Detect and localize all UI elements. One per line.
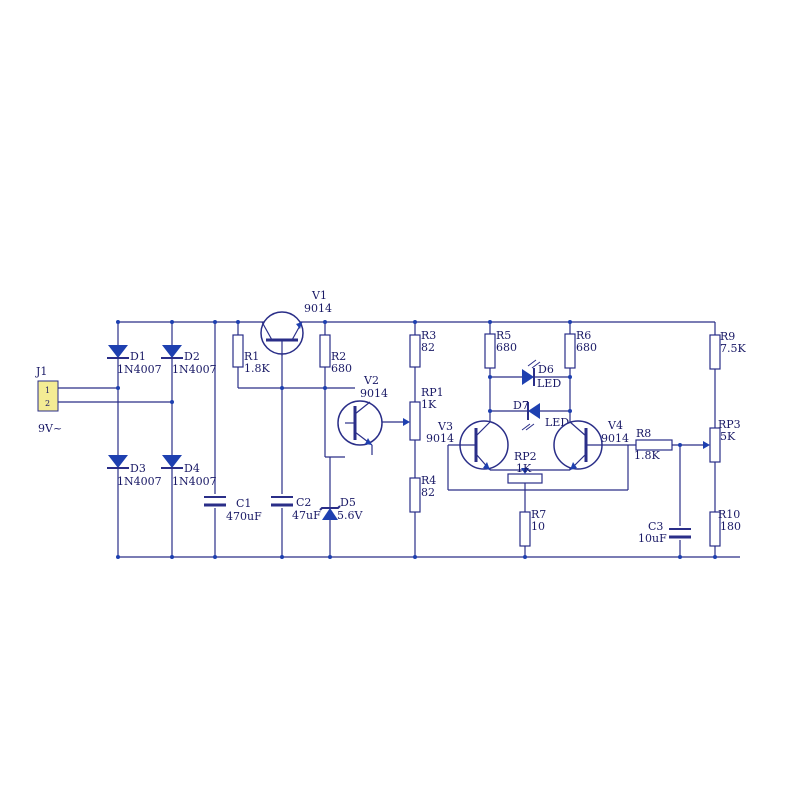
potentiometer-rp1: RP1 1K bbox=[403, 386, 444, 441]
connector-voltage-label: 9V~ bbox=[38, 422, 62, 435]
resistor-r2: R2 680 bbox=[319, 334, 352, 375]
connector-pin-1: 1 bbox=[45, 386, 50, 395]
resistor-r9-ref: R9 bbox=[720, 330, 735, 343]
potentiometer-rp3: RP3 5K bbox=[703, 418, 741, 463]
potentiometer-rp3-value: 5K bbox=[720, 430, 736, 443]
transistor-v2-value: 9014 bbox=[360, 387, 388, 400]
transistor-v2: V2 9014 bbox=[337, 374, 388, 446]
zener-d5-value: 5.6V bbox=[337, 509, 363, 522]
transistor-v2-ref: V2 bbox=[363, 374, 379, 387]
capacitor-c1-ref: C1 bbox=[236, 497, 251, 510]
led-d6-value: LED bbox=[537, 377, 561, 390]
resistor-r7: R7 10 bbox=[519, 508, 546, 547]
resistor-r3-ref: R3 bbox=[421, 329, 436, 342]
resistor-r10-value: 180 bbox=[720, 520, 741, 533]
led-d7: D7 LED bbox=[513, 399, 569, 431]
resistor-r1-value: 1.8K bbox=[244, 362, 270, 375]
transistor-v4-value: 9014 bbox=[601, 432, 629, 445]
diode-d2-value: 1N4007 bbox=[172, 363, 217, 376]
resistor-r6-value: 680 bbox=[576, 341, 597, 354]
resistor-r7-ref: R7 bbox=[531, 508, 546, 521]
connector-pin-2: 2 bbox=[45, 399, 50, 408]
diode-d3: D3 1N4007 bbox=[107, 455, 162, 488]
zener-d5-ref: D5 bbox=[340, 496, 356, 509]
diode-d1-value: 1N4007 bbox=[117, 363, 162, 376]
resistor-r2-ref: R2 bbox=[331, 350, 346, 363]
resistor-r9-value: 7.5K bbox=[720, 342, 746, 355]
led-d6: D6 LED bbox=[522, 359, 561, 390]
connector-j1: 1 2 J1 9V~ bbox=[35, 365, 62, 435]
resistor-r5-ref: R5 bbox=[496, 329, 511, 342]
potentiometer-rp1-value: 1K bbox=[421, 398, 437, 411]
resistor-r3: R3 82 bbox=[409, 329, 436, 368]
transistor-v1-ref: V1 bbox=[311, 289, 327, 302]
resistor-r10-ref: R10 bbox=[718, 508, 740, 521]
potentiometer-rp2-value: 1K bbox=[516, 462, 532, 475]
resistor-r4: R4 82 bbox=[409, 474, 436, 513]
capacitor-c3: C3 10uF bbox=[638, 520, 691, 545]
transistor-v3-value: 9014 bbox=[426, 432, 454, 445]
transistor-v3: V3 9014 bbox=[426, 420, 509, 471]
junction-dots bbox=[116, 320, 717, 559]
capacitor-c1-value: 470uF bbox=[226, 510, 262, 523]
resistor-r1: R1 1.8K bbox=[232, 334, 270, 375]
potentiometer-rp2: RP2 1K bbox=[507, 450, 543, 484]
diode-d3-value: 1N4007 bbox=[117, 475, 162, 488]
resistor-r4-ref: R4 bbox=[421, 474, 436, 487]
diode-d2-ref: D2 bbox=[184, 350, 200, 363]
potentiometer-rp2-ref: RP2 bbox=[514, 450, 537, 463]
transistor-v3-ref: V3 bbox=[437, 420, 453, 433]
capacitor-c3-ref: C3 bbox=[648, 520, 663, 533]
resistor-r10: R10 180 bbox=[709, 508, 741, 547]
transistor-v4-ref: V4 bbox=[607, 419, 623, 432]
capacitor-c3-value: 10uF bbox=[638, 532, 667, 545]
diode-d4: D4 1N4007 bbox=[161, 455, 217, 488]
capacitor-c1: C1 470uF bbox=[204, 494, 262, 523]
resistor-r3-value: 82 bbox=[421, 341, 435, 354]
transistor-v4: V4 9014 bbox=[553, 419, 629, 471]
diode-d2: D2 1N4007 bbox=[161, 345, 217, 376]
diode-d3-ref: D3 bbox=[130, 462, 146, 475]
resistor-r2-value: 680 bbox=[331, 362, 352, 375]
resistor-r1-ref: R1 bbox=[244, 350, 259, 363]
diode-d1: D1 1N4007 bbox=[107, 345, 162, 376]
potentiometer-rp1-ref: RP1 bbox=[421, 386, 444, 399]
resistor-r6: R6 680 bbox=[564, 329, 597, 369]
capacitor-c2-value: 47uF bbox=[292, 509, 321, 522]
resistor-r9: R9 7.5K bbox=[709, 330, 746, 370]
resistor-r5-value: 680 bbox=[496, 341, 517, 354]
resistor-r4-value: 82 bbox=[421, 486, 435, 499]
led-d6-ref: D6 bbox=[538, 363, 554, 376]
capacitor-c2-ref: C2 bbox=[296, 496, 311, 509]
resistor-r8-ref: R8 bbox=[636, 427, 651, 440]
connector-ref: J1 bbox=[35, 365, 47, 378]
diode-d4-ref: D4 bbox=[184, 462, 200, 475]
resistor-r5: R5 680 bbox=[484, 329, 517, 369]
capacitor-c2: C2 47uF bbox=[271, 494, 321, 522]
diode-d1-ref: D1 bbox=[130, 350, 146, 363]
transistor-v1-value: 9014 bbox=[304, 302, 332, 315]
resistor-r8-value: 1.8K bbox=[634, 449, 660, 462]
led-d7-ref: D7 bbox=[513, 399, 529, 412]
resistor-r6-ref: R6 bbox=[576, 329, 591, 342]
potentiometer-rp3-ref: RP3 bbox=[718, 418, 741, 431]
zener-d5: D5 5.6V bbox=[319, 496, 363, 522]
transistor-v1: V1 9014 bbox=[260, 289, 332, 356]
resistor-r8: R8 1.8K bbox=[634, 427, 673, 462]
diode-d4-value: 1N4007 bbox=[172, 475, 217, 488]
resistor-r7-value: 10 bbox=[531, 520, 545, 533]
